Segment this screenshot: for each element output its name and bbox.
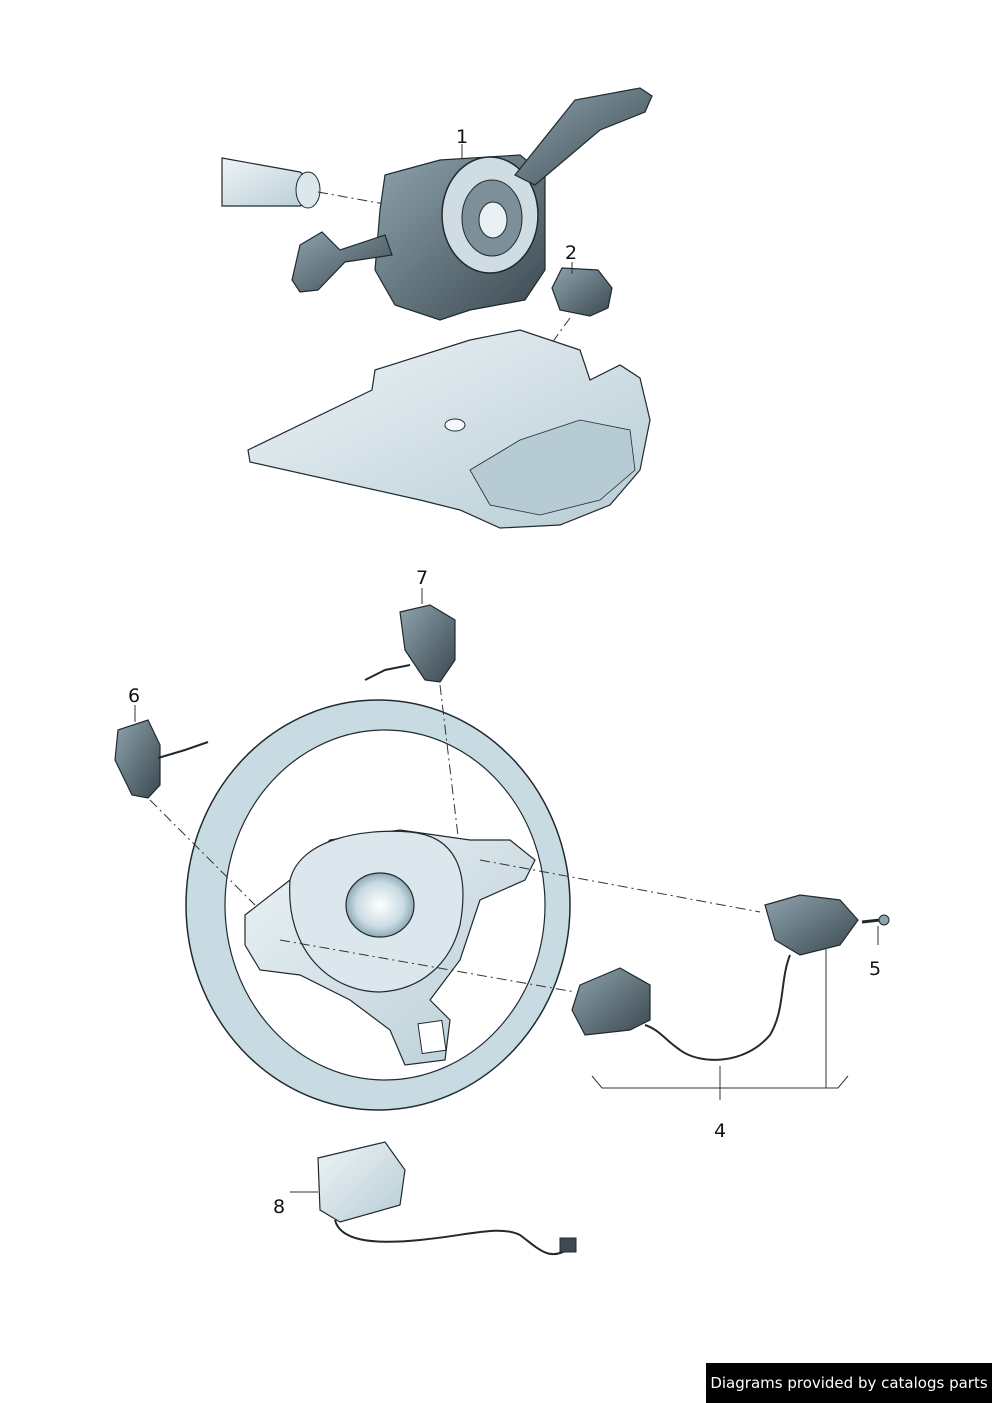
trim-cover-post [444,418,466,432]
control-unit-part [290,1141,577,1256]
steering-wheel-hub-emblem [345,872,415,938]
wiper-stalk [514,87,653,186]
attribution-text: Diagrams provided by catalogs parts [710,1374,988,1392]
callout-8: 8 [273,1196,286,1218]
steering-column-switch-assembly [221,87,653,321]
screw-shank [861,918,881,924]
callout-2: 2 [565,242,578,264]
callout-1: 1 [456,126,469,148]
left-paddle-dash-line [149,799,256,906]
multifunction-buttons-part [279,859,859,1100]
right-paddle-dash-line [439,684,459,837]
right-paddle-body [399,604,456,683]
button-pad-cable [644,954,791,1061]
right-paddle-part [364,588,459,837]
ignition-switch-body [551,267,613,317]
shaft-center-line [317,191,391,206]
left-paddle-part [114,705,256,906]
screw-part [861,914,890,945]
callout-7: 7 [416,567,429,589]
attribution-badge: Diagrams provided by catalogs parts [706,1363,992,1403]
indicator-stalk [291,231,393,293]
shaft-end [295,171,321,209]
control-unit-harness [334,1219,571,1256]
left-button-pad [571,967,651,1036]
right-pad-dash-line [479,859,761,913]
right-paddle-cable [364,664,411,681]
lower-spoke-opening [417,1019,447,1055]
column-trim-cover [247,329,651,529]
harness-connector [559,1237,577,1253]
control-unit-body [317,1141,406,1223]
clock-spring-hub [478,201,508,239]
callout-5: 5 [869,958,882,980]
steering-wheel [185,699,571,1111]
ignition-switch-part [459,262,613,471]
left-paddle-body [114,719,161,799]
screw-head [878,914,890,926]
callout-4: 4 [714,1120,727,1142]
right-button-pad [764,894,859,956]
left-paddle-cable [157,741,209,759]
trim-cover-shadow [469,419,636,516]
left-pad-dash-line [279,939,576,993]
callout-6: 6 [128,685,141,707]
